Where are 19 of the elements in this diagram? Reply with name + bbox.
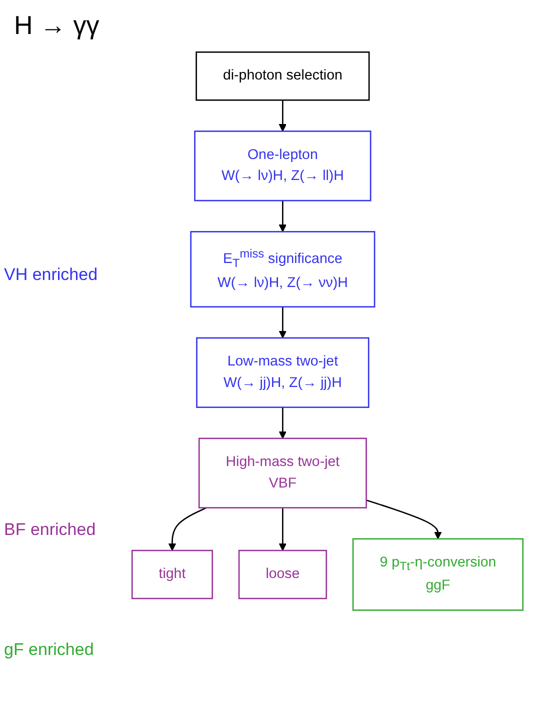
node-box: One-lepton W(→ lν)H, Z(→ ll)H <box>194 130 372 202</box>
diagram-title: H → γγ <box>14 10 100 41</box>
arrow <box>278 100 287 132</box>
group-label: VH enriched <box>4 265 98 285</box>
arrow <box>278 200 287 232</box>
node-box: Low-mass two-jet W(→ jj)H, Z(→ jj)H <box>196 337 370 408</box>
arrow <box>366 499 442 540</box>
group-label: gF enriched <box>4 640 94 660</box>
node-box: tight <box>131 550 214 600</box>
node-box: 9 p$_{Tt}$-η-conversion ggF <box>352 538 524 611</box>
node-box: di-photon selection <box>196 51 370 101</box>
node-box: High-mass two-jet VBF <box>198 438 367 508</box>
node-box: loose <box>238 550 328 600</box>
arrow <box>278 508 287 551</box>
arrow <box>168 507 207 551</box>
arrow <box>278 407 287 439</box>
group-label: BF enriched <box>4 520 96 540</box>
node-box: E$_{T}$$^{miss}$ significance W(→ lν)H, Z(→ νν)H <box>190 231 376 308</box>
arrow <box>278 306 287 338</box>
